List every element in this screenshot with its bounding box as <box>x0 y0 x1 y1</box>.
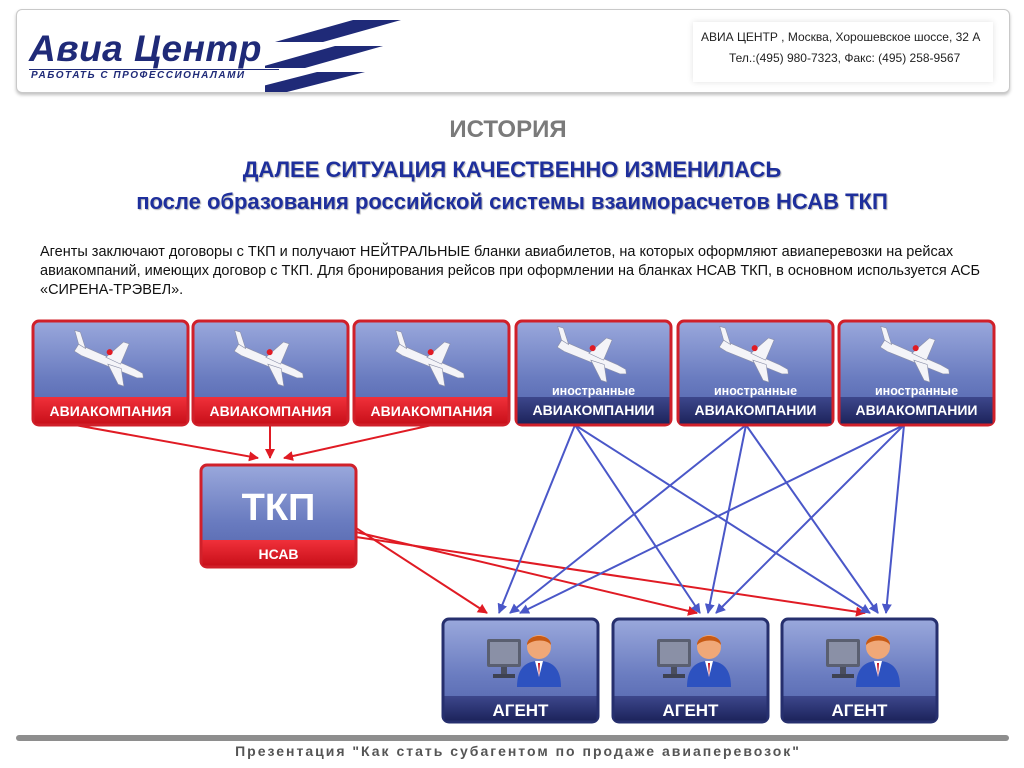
foreign-airline-line2: АВИАКОМПАНИИ <box>695 402 817 418</box>
arrow-foreign2-agent2 <box>704 424 747 614</box>
arrow-foreign2-agent3 <box>745 424 879 614</box>
agent-label: АГЕНТ <box>832 701 889 720</box>
arrow-airline3-tkp <box>283 424 433 461</box>
arrow-foreign3-agent1 <box>519 424 905 614</box>
foreign-airline-box-1: иностранные АВИАКОМПАНИИ <box>514 319 673 427</box>
subtitle-line-1: ДАЛЕЕ СИТУАЦИЯ КАЧЕСТВЕННО ИЗМЕНИЛАСЬ <box>242 157 782 182</box>
footer-caption: Презентация "Как стать субагентом по про… <box>235 743 801 759</box>
arrow-foreign3-agent2 <box>715 424 905 614</box>
contact-phone: Тел.:(495) 980-7323, Факс: (495) 258-956… <box>729 51 961 65</box>
agent-label: АГЕНТ <box>663 701 720 720</box>
foreign-airline-line1: иностранные <box>552 384 635 398</box>
agent-box-3: АГЕНТ <box>780 617 939 724</box>
logo-underline <box>29 69 279 70</box>
contact-address: АВИА ЦЕНТР , Москва, Хорошевское шоссе, … <box>701 30 981 44</box>
page-title: ИСТОРИЯ <box>449 116 567 143</box>
arrow-foreign1-agent3 <box>574 424 871 614</box>
arrow-foreign2-agent1 <box>509 424 747 614</box>
description-text: Агенты заключают договоры с ТКП и получа… <box>40 244 981 298</box>
arrow-foreign1-agent1 <box>497 424 576 614</box>
foreign-airline-line1: иностранные <box>875 384 958 398</box>
arrow-airline1-tkp <box>74 424 259 462</box>
footer-divider <box>16 735 1009 741</box>
company-logo: Авиа Центр РАБОТАТЬ С ПРОФЕССИОНАЛАМИ <box>25 14 405 92</box>
logo-tagline: РАБОТАТЬ С ПРОФЕССИОНАЛАМИ <box>31 70 246 81</box>
header: Авиа Центр РАБОТАТЬ С ПРОФЕССИОНАЛАМИ АВ… <box>16 9 1010 93</box>
contact-info: АВИА ЦЕНТР , Москва, Хорошевское шоссе, … <box>693 22 993 82</box>
logo-stripes-icon <box>265 20 401 92</box>
airline-box-1: АВИАКОМПАНИЯ <box>31 319 190 427</box>
foreign-airline-box-3: иностранные АВИАКОМПАНИИ <box>837 319 996 427</box>
airline-label: АВИАКОМПАНИЯ <box>50 403 172 419</box>
arrow-tkp-agent1 <box>355 527 488 614</box>
agent-label: АГЕНТ <box>493 701 550 720</box>
nsav-label: НСАВ <box>258 546 298 562</box>
agent-box-2: АГЕНТ <box>611 617 770 724</box>
foreign-airline-line1: иностранные <box>714 384 797 398</box>
arrow-foreign3-agent3 <box>881 424 905 614</box>
agent-box-1: АГЕНТ <box>441 617 600 724</box>
foreign-airline-box-2: иностранные АВИАКОМПАНИИ <box>676 319 835 427</box>
airline-label: АВИАКОМПАНИЯ <box>371 403 493 419</box>
airline-label: АВИАКОМПАНИЯ <box>210 403 332 419</box>
arrow-foreign1-agent2 <box>574 424 701 614</box>
subtitle-line-2: после образования российской системы вза… <box>136 189 888 214</box>
red-arrows <box>74 424 866 617</box>
logo-main-text: Авиа Центр <box>29 28 262 69</box>
arrow-tkp-agent3 <box>355 536 866 617</box>
foreign-airline-line2: АВИАКОМПАНИИ <box>856 402 978 418</box>
tkp-label: ТКП <box>242 487 316 529</box>
foreign-airline-line2: АВИАКОМПАНИИ <box>533 402 655 418</box>
airline-box-2: АВИАКОМПАНИЯ <box>191 319 350 427</box>
airline-box-3: АВИАКОМПАНИЯ <box>352 319 511 427</box>
tkp-box: ТКП НСАВ <box>199 463 358 569</box>
blue-arrows <box>497 424 905 614</box>
